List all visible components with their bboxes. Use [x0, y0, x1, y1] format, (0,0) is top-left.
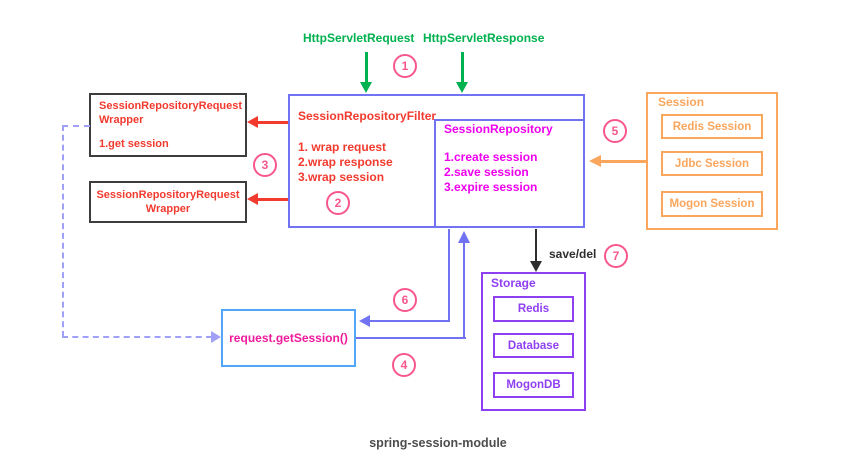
- step-1-badge: 1: [393, 54, 417, 78]
- get-session-label: request.getSession(): [229, 331, 348, 345]
- filter-to-wrapper-bottom-arrow: [258, 198, 288, 201]
- session-repository-box: [434, 119, 585, 228]
- wrapper-dashed-line-top: [62, 125, 90, 127]
- step-4-badge: 4: [392, 353, 416, 377]
- wrapper-bottom-title-line2: Wrapper: [145, 203, 191, 215]
- wrapper-top-title-line1: SessionRepositoryRequest: [99, 100, 243, 112]
- wrapper-top-title-line2: Wrapper: [99, 114, 144, 126]
- get-session-box: request.getSession(): [221, 309, 356, 367]
- diagram-title: spring-session-module: [369, 436, 507, 450]
- filter-to-wrapper-bottom-arrowhead-icon: [247, 193, 258, 205]
- wrapper-top-note: 1.get session: [99, 138, 169, 150]
- step-5-badge: 5: [603, 119, 627, 143]
- filter-to-getsession-line-horizontal: [369, 320, 450, 322]
- http-response-arrowhead-icon: [456, 82, 468, 93]
- http-servlet-response-label: HttpServletResponse: [423, 31, 545, 45]
- repository-step-3: 3.expire session: [444, 180, 538, 194]
- http-request-arrow: [365, 52, 368, 83]
- wrapper-bottom-title-line1: SessionRepositoryRequest: [96, 189, 240, 201]
- getsession-to-repository-line-horizontal: [356, 337, 466, 339]
- filter-to-wrapper-top-arrow: [258, 121, 288, 124]
- session-item-jdbc: Jdbc Session: [661, 151, 763, 176]
- step-2-badge: 2: [326, 191, 350, 215]
- getsession-to-repository-line-vertical: [463, 242, 465, 339]
- wrapper-dashed-line-vertical: [62, 125, 64, 337]
- step-3-badge: 3: [253, 153, 277, 177]
- filter-box-title: SessionRepositoryFilter: [298, 109, 437, 123]
- filter-step-3: 3.wrap session: [298, 170, 385, 184]
- filter-step-2: 2.wrap response: [298, 155, 393, 169]
- session-to-repository-arrowhead-icon: [589, 155, 601, 167]
- step-7-badge: 7: [604, 244, 628, 268]
- session-item-mogon: Mogon Session: [661, 191, 763, 217]
- save-del-arrowhead-icon: [530, 261, 542, 272]
- storage-box-title: Storage: [491, 276, 536, 290]
- session-item-redis: Redis Session: [661, 114, 763, 139]
- save-del-label: save/del: [549, 247, 597, 261]
- filter-to-getsession-arrowhead-icon: [359, 315, 370, 327]
- filter-to-wrapper-top-arrowhead-icon: [247, 116, 258, 128]
- session-to-repository-arrow: [600, 160, 647, 163]
- getsession-to-repository-arrowhead-icon: [458, 231, 470, 243]
- step-6-badge: 6: [393, 288, 417, 312]
- repository-box-title: SessionRepository: [444, 122, 553, 136]
- wrapper-dashed-line-bottom: [62, 336, 212, 338]
- filter-box-steps: 1. wrap request 2.wrap response 3.wrap s…: [298, 140, 393, 185]
- repository-step-2: 2.save session: [444, 165, 529, 179]
- session-box-title: Session: [658, 95, 705, 109]
- storage-item-mogondb: MogonDB: [493, 372, 574, 398]
- wrapper-top-box: SessionRepositoryRequest Wrapper 1.get s…: [89, 93, 247, 157]
- repository-step-1: 1.create session: [444, 150, 538, 164]
- repository-box-steps: 1.create session 2.save session 3.expire…: [444, 150, 537, 195]
- filter-step-1: 1. wrap request: [298, 140, 387, 154]
- filter-to-getsession-line-vertical: [448, 229, 450, 321]
- save-del-arrow: [535, 229, 537, 262]
- http-response-arrow: [461, 52, 464, 83]
- storage-item-database: Database: [493, 333, 574, 358]
- http-servlet-request-label: HttpServletRequest: [303, 31, 415, 45]
- storage-item-redis: Redis: [493, 296, 574, 322]
- http-request-arrowhead-icon: [360, 82, 372, 93]
- wrapper-dashed-arrowhead-icon: [211, 331, 221, 343]
- wrapper-bottom-box: SessionRepositoryRequest Wrapper: [89, 181, 247, 223]
